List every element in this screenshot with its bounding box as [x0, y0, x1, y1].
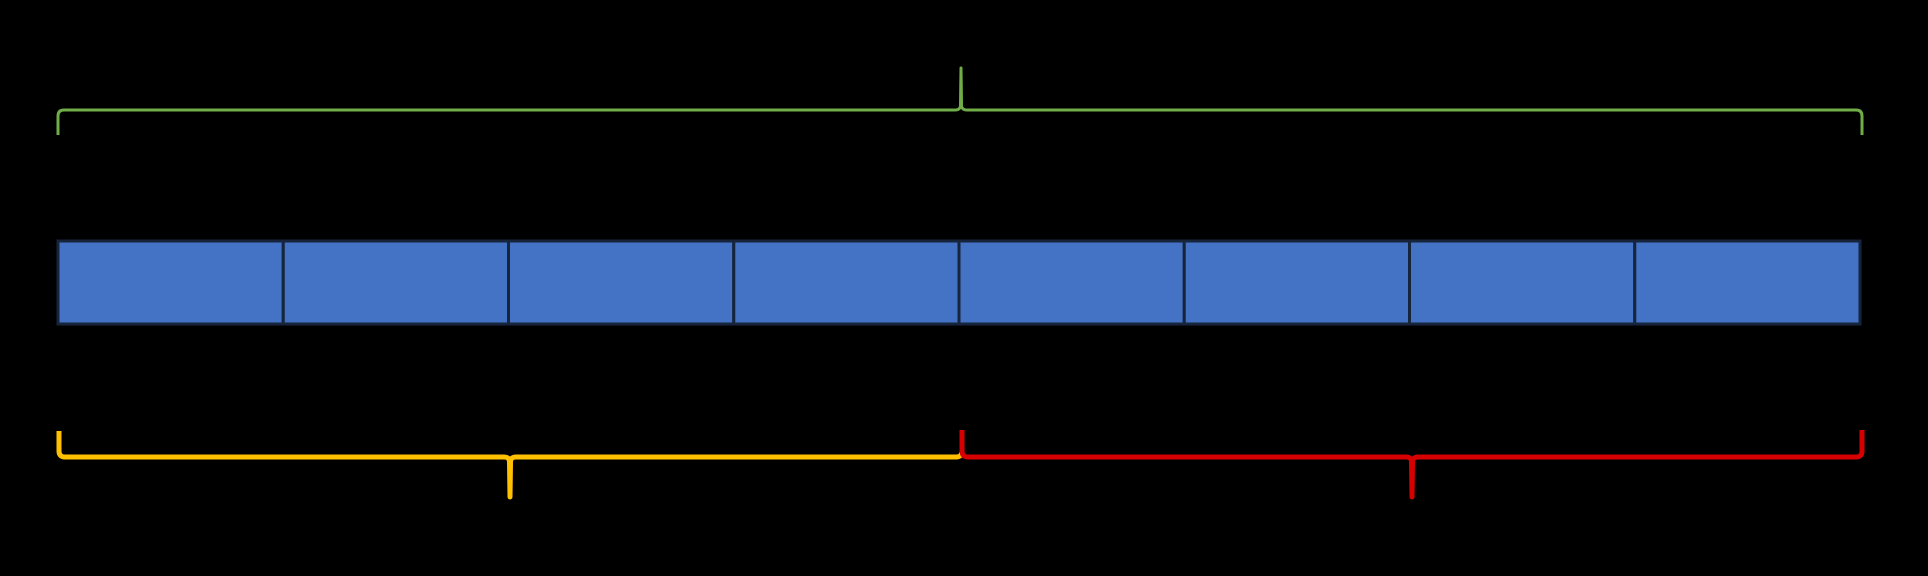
cell-5[interactable]: [1182, 239, 1411, 326]
cell-3[interactable]: [732, 239, 961, 326]
full-range-brace: [56, 66, 1864, 135]
cell-2[interactable]: [507, 239, 736, 326]
cell-0[interactable]: [56, 239, 285, 326]
cell-1[interactable]: [281, 239, 510, 326]
cell-6[interactable]: [1408, 239, 1637, 326]
full-range-brace-path: [56, 66, 1864, 135]
left-half-brace: [56, 431, 965, 500]
cell-4[interactable]: [957, 239, 1186, 326]
cell-7[interactable]: [1633, 239, 1862, 326]
right-half-brace: [959, 430, 1865, 500]
cell-row: [56, 239, 1862, 326]
right-half-brace-path: [959, 430, 1865, 500]
left-half-brace-path: [56, 431, 965, 500]
